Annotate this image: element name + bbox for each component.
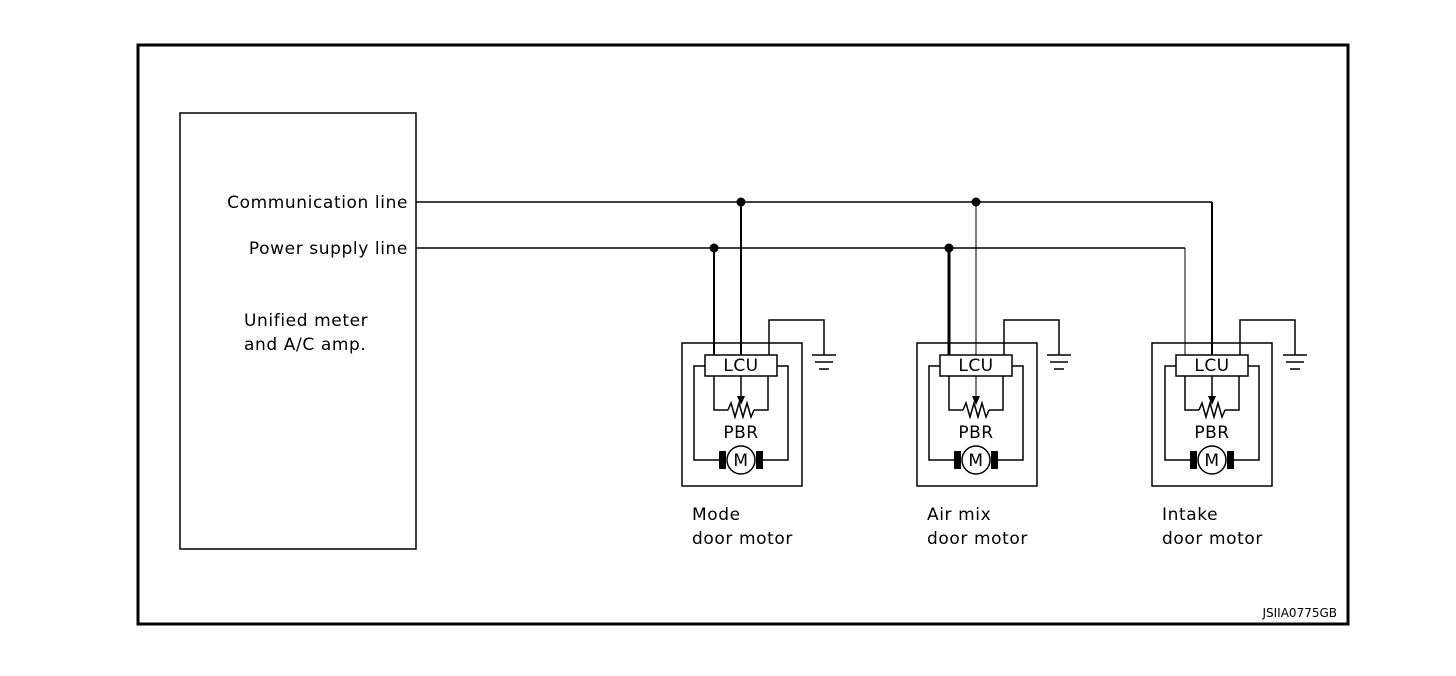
- power-line-label: Power supply line: [249, 239, 408, 259]
- figure-id: JSIIA0775GB: [1261, 606, 1337, 620]
- brush-left: [719, 451, 726, 469]
- mode-door-motor: LCU PBR M Mode door motor: [681, 202, 836, 549]
- pbr-label: PBR: [1194, 423, 1229, 443]
- motor-housing: [681, 342, 803, 487]
- motor-name-line1: Intake: [1162, 505, 1218, 525]
- motor-name-line1: Air mix: [927, 505, 991, 525]
- brush-right: [1227, 451, 1234, 469]
- motor-icon: [726, 445, 756, 475]
- motor-name-line1: Mode: [692, 505, 741, 525]
- lcu-label: LCU: [723, 356, 758, 376]
- brush-left: [954, 451, 961, 469]
- pbr-label: PBR: [723, 423, 758, 443]
- ground-icon: [812, 354, 836, 370]
- amp-name-line1: Unified meter: [244, 311, 368, 331]
- motor-housing: [916, 342, 1038, 487]
- brush-left: [1190, 451, 1197, 469]
- resistor-icon: [962, 400, 990, 420]
- ground-icon: [1283, 354, 1307, 370]
- motor-letter: M: [1204, 451, 1219, 471]
- motor-letter: M: [968, 451, 983, 471]
- amp-name-line2: and A/C amp.: [244, 335, 366, 355]
- wiper-arrow-icon: [1208, 396, 1216, 405]
- brush-right: [991, 451, 998, 469]
- resistor-icon: [1198, 400, 1226, 420]
- lcu-label: LCU: [958, 356, 993, 376]
- wiper-arrow-icon: [972, 396, 980, 405]
- pbr-label: PBR: [958, 423, 993, 443]
- air-mix-door-motor: LCU PBR M Air mix door motor: [916, 202, 1071, 549]
- resistor-icon: [727, 400, 755, 420]
- motor-icon: [1197, 445, 1227, 475]
- lcu-label: LCU: [1194, 356, 1229, 376]
- motor-icon: [961, 445, 991, 475]
- motor-name-line2: door motor: [927, 529, 1028, 549]
- motor-name-line2: door motor: [1162, 529, 1263, 549]
- amp-box: [179, 112, 417, 550]
- motor-letter: M: [733, 451, 748, 471]
- comm-line-label: Communication line: [227, 193, 408, 213]
- motor-housing: [1151, 342, 1273, 487]
- intake-door-motor: LCU PBR M Intake door motor: [1151, 202, 1307, 549]
- diagram-frame: [136, 43, 1350, 626]
- motor-name-line2: door motor: [692, 529, 793, 549]
- wiper-arrow-icon: [737, 396, 745, 405]
- brush-right: [756, 451, 763, 469]
- ground-icon: [1047, 354, 1071, 370]
